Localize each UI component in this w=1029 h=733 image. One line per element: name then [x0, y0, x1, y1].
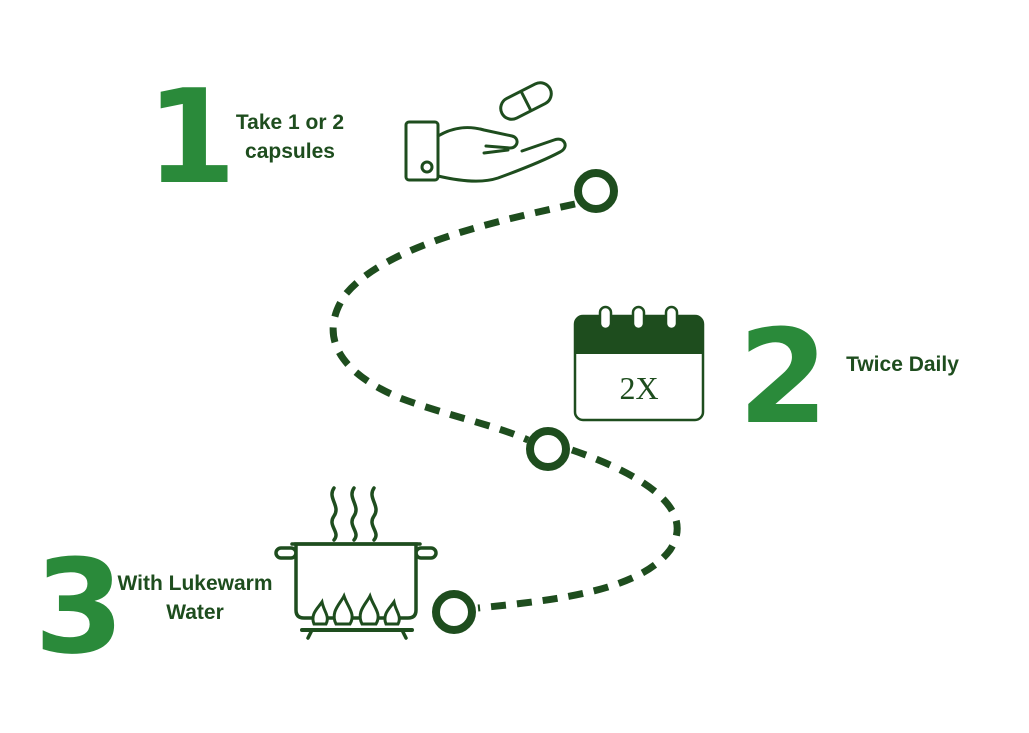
step-label-3: With Lukewarm Water [110, 569, 280, 627]
path-node-circle [526, 427, 570, 471]
step-label-line: With Lukewarm [117, 572, 273, 595]
path-segment [329, 200, 576, 444]
hand-with-capsule-icon [404, 81, 567, 183]
step-number-1: 1 [146, 61, 237, 213]
step-label-1: Take 1 or 2 capsules [220, 108, 360, 166]
calendar-text: 2X [619, 370, 658, 406]
step-number-2: 2 [738, 301, 829, 453]
path-node-circle [574, 169, 618, 213]
steaming-pot-on-stove-icon [274, 486, 438, 640]
step-number-3: 3 [34, 531, 125, 683]
step-label-line: Twice Daily [846, 353, 959, 376]
path-segment [477, 446, 681, 612]
step-label-2: Twice Daily [835, 350, 970, 379]
calendar-icon: 2X [573, 305, 705, 422]
step-label-line: Water [166, 601, 224, 624]
step-label-line: Take 1 or 2 [235, 111, 345, 134]
path-node-circle [432, 590, 476, 634]
step-label-line: capsules [245, 140, 335, 163]
